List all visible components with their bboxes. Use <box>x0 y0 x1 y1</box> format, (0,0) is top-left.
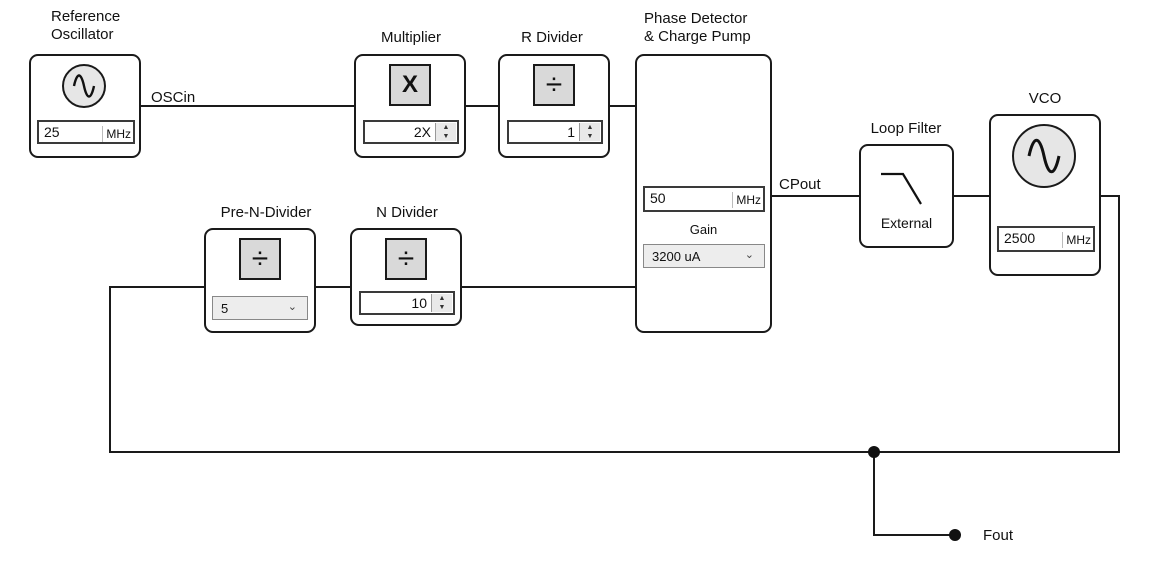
sine-wave-icon <box>1012 124 1076 188</box>
ref-osc-block: 25 MHz <box>29 54 141 158</box>
gain-label: Gain <box>689 222 718 237</box>
multiplier-block: X 2X ▲▼ <box>354 54 466 158</box>
ref-osc-freq-input[interactable]: 25 MHz <box>37 120 135 144</box>
ref-osc-freq-value: 25 <box>44 124 60 140</box>
pre-n-divider-block: ÷ 5 ⌄ <box>204 228 316 333</box>
n-divider-block: ÷ 10 ▲▼ <box>350 228 462 326</box>
pre-n-divider-value: 5 <box>221 301 229 316</box>
spinner-arrows-icon[interactable]: ▲▼ <box>431 294 452 312</box>
multiplier-spinner[interactable]: 2X ▲▼ <box>363 120 459 144</box>
vco-block: 2500 MHz <box>989 114 1101 276</box>
loop-filter-block: External <box>859 144 954 248</box>
loop-filter-type: External <box>880 215 933 231</box>
multiplier-title: Multiplier <box>380 29 441 46</box>
vco-unit: MHz <box>1062 232 1091 248</box>
fout-label: Fout <box>983 527 1014 544</box>
r-divider-title: R Divider <box>521 29 583 46</box>
divide-icon: ÷ <box>533 64 575 106</box>
chevron-down-icon: ⌄ <box>744 249 754 261</box>
r-divider-block: ÷ 1 ▲▼ <box>498 54 610 158</box>
lowpass-filter-icon <box>881 172 922 205</box>
multiplier-value: 2X <box>413 124 431 140</box>
oscin-label: OSCin <box>151 89 196 106</box>
gain-value: 3200 uA <box>652 249 701 264</box>
pd-freq-value: 50 <box>650 190 666 206</box>
n-divider-value: 10 <box>411 295 427 311</box>
divide-icon: ÷ <box>239 238 281 280</box>
spinner-arrows-icon[interactable]: ▲▼ <box>435 123 456 141</box>
vco-title: VCO <box>1028 90 1062 107</box>
phase-detector-title: Phase Detector & Charge Pump <box>644 10 751 45</box>
vco-freq-input[interactable]: 2500 MHz <box>997 226 1095 252</box>
pre-n-divider-select[interactable]: 5 ⌄ <box>212 296 308 320</box>
loop-filter-title: Loop Filter <box>870 120 942 137</box>
n-divider-spinner[interactable]: 10 ▲▼ <box>359 291 455 315</box>
vco-freq-value: 2500 <box>1004 230 1036 246</box>
ref-osc-title: Reference Oscillator <box>51 8 121 43</box>
pd-freq-unit: MHz <box>732 192 761 208</box>
sine-wave-icon <box>62 64 106 108</box>
fout-junction-dot <box>868 446 880 458</box>
pd-freq-input[interactable]: 50 MHz <box>643 186 765 212</box>
pre-n-divider-title: Pre-N-Divider <box>220 204 312 221</box>
fout-terminal-dot <box>949 529 961 541</box>
r-divider-spinner[interactable]: 1 ▲▼ <box>507 120 603 144</box>
ref-osc-unit: MHz <box>102 126 131 142</box>
divide-icon: ÷ <box>385 238 427 280</box>
gain-select[interactable]: 3200 uA ⌄ <box>643 244 765 268</box>
chevron-down-icon: ⌄ <box>287 301 297 313</box>
spinner-arrows-icon[interactable]: ▲▼ <box>579 123 600 141</box>
multiply-icon: X <box>389 64 431 106</box>
n-divider-title: N Divider <box>376 204 438 221</box>
cpout-label: CPout <box>779 176 821 193</box>
r-divider-value: 1 <box>567 124 575 140</box>
phase-detector-block: 50 MHz Gain 3200 uA ⌄ <box>635 54 772 333</box>
